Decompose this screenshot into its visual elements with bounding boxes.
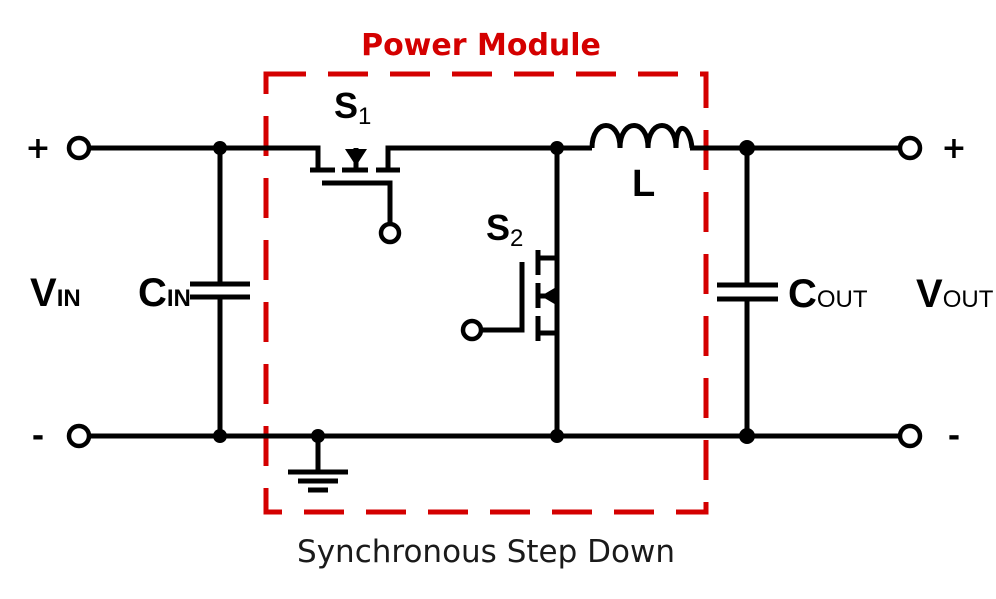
s1-body-arrow-icon: [345, 149, 367, 166]
inductor-coil: [589, 123, 695, 149]
junction-dot: [550, 141, 564, 155]
junction-dot: [311, 429, 325, 443]
cin-label: CIN: [138, 271, 191, 315]
s2-body-arrow-icon: [541, 286, 558, 306]
junction-dot: [739, 428, 755, 444]
diagram-caption: Synchronous Step Down: [297, 534, 675, 570]
vin-minus-terminal[interactable]: [66, 423, 92, 449]
vout-plus-terminal[interactable]: [897, 135, 923, 161]
vout-plus-sign: +: [941, 131, 966, 166]
output-capacitor: [717, 148, 778, 436]
low-side-switch-s2: [460, 250, 560, 436]
power-module-title: Power Module: [361, 28, 601, 63]
junction-dot: [213, 429, 227, 443]
cout-label: COUT: [788, 272, 868, 316]
junction-dot: [213, 141, 227, 155]
vin-plus-sign: +: [25, 131, 50, 166]
junction-dot: [739, 140, 755, 156]
s2-gate-terminal[interactable]: [460, 318, 484, 342]
s2-label: S2: [486, 207, 523, 252]
inductor-label: L: [632, 163, 655, 205]
s1-gate-terminal[interactable]: [378, 221, 402, 245]
vin-label: VIN: [30, 271, 81, 315]
vout-label: VOUT: [916, 272, 994, 316]
vout-minus-terminal[interactable]: [897, 423, 923, 449]
vout-minus-sign: -: [948, 419, 960, 454]
s1-label: S1: [334, 85, 371, 130]
power-module-boundary: [263, 71, 709, 515]
input-capacitor: [190, 148, 250, 436]
ground-symbol: [288, 436, 348, 493]
vin-minus-sign: -: [32, 419, 44, 454]
high-side-switch-s1: [310, 145, 402, 245]
vin-plus-terminal[interactable]: [66, 135, 92, 161]
junction-dot: [550, 429, 564, 443]
